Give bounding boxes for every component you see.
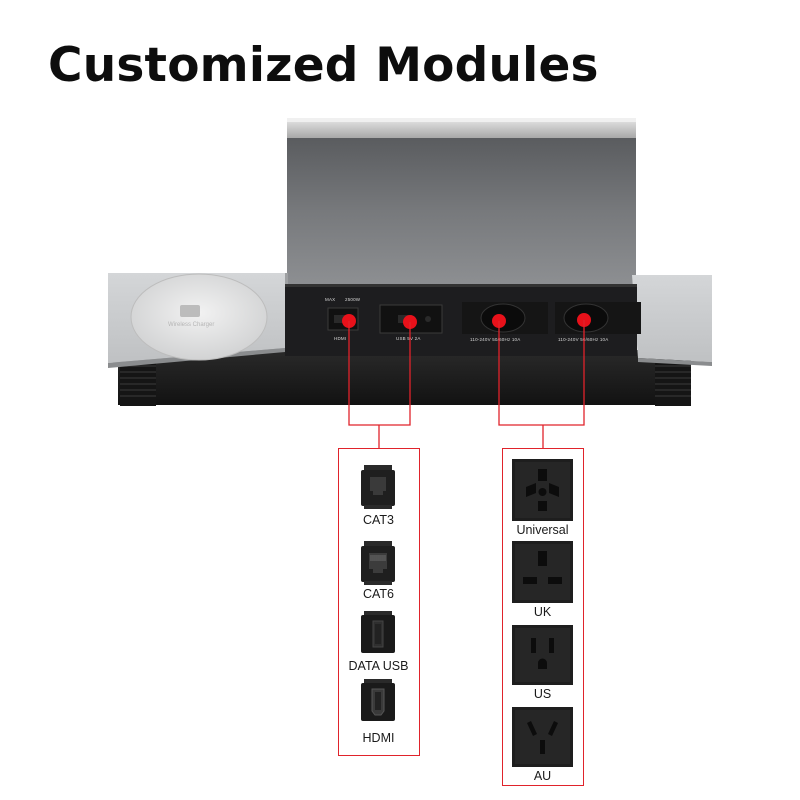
uk-socket-icon xyxy=(512,541,573,603)
universal-socket-icon xyxy=(512,459,573,521)
module-universal: Universal xyxy=(503,459,582,541)
hdmi-indicator-dot xyxy=(342,314,356,328)
hdmi-label: HDMI xyxy=(362,731,395,745)
module-cat6: CAT6 xyxy=(339,541,418,603)
cat6-jack-icon xyxy=(361,541,395,585)
usb-indicator-dot xyxy=(403,315,417,329)
wireless-charger-pad xyxy=(130,273,268,361)
hdmi-port-icon xyxy=(361,679,395,721)
universal-label: Universal xyxy=(516,523,569,537)
flip-lid xyxy=(287,118,636,285)
au-socket-icon xyxy=(512,707,573,767)
module-us: US xyxy=(503,625,582,705)
right-aluminum-plate xyxy=(632,275,712,366)
page-title: Customized Modules xyxy=(48,38,599,93)
desktop-socket-illustration xyxy=(108,118,712,406)
socket-1-label: 110-240V 50/60Hz 10A xyxy=(470,337,521,342)
cat3-label: CAT3 xyxy=(362,513,395,527)
usb-label: USB 5V 2A xyxy=(396,336,421,341)
cat3-jack-icon xyxy=(361,465,395,509)
uk-label: UK xyxy=(533,605,552,619)
module-uk: UK xyxy=(503,541,582,623)
module-au: AU xyxy=(503,707,582,787)
right-vent-grille xyxy=(655,358,691,406)
socket-2-indicator-dot xyxy=(577,313,591,327)
usb-port-icon xyxy=(361,611,395,653)
au-label: AU xyxy=(533,769,552,783)
cat6-label: CAT6 xyxy=(362,587,395,601)
left-aluminum-plate xyxy=(108,273,288,368)
us-label: US xyxy=(533,687,552,701)
socket-2-device xyxy=(555,302,641,334)
hdmi-port-label: HDMI xyxy=(334,336,347,341)
data-usb-label: DATA USB xyxy=(348,659,409,673)
socket-2-label: 110-240V 50/60Hz 10A xyxy=(558,337,609,342)
module-hdmi: HDMI xyxy=(339,679,418,745)
socket-1-indicator-dot xyxy=(492,314,506,328)
us-socket-icon xyxy=(512,625,573,685)
module-cat3: CAT3 xyxy=(339,463,418,527)
power-modules-panel: Universal UK US AU xyxy=(502,448,584,786)
wattage-label: 2500W xyxy=(345,297,361,302)
max-label: MAX xyxy=(325,297,336,302)
wireless-charger-label: Wireless Charger xyxy=(168,322,215,328)
data-modules-panel: CAT3 CAT6 DATA USB xyxy=(338,448,420,756)
module-data-usb: DATA USB xyxy=(339,609,418,675)
